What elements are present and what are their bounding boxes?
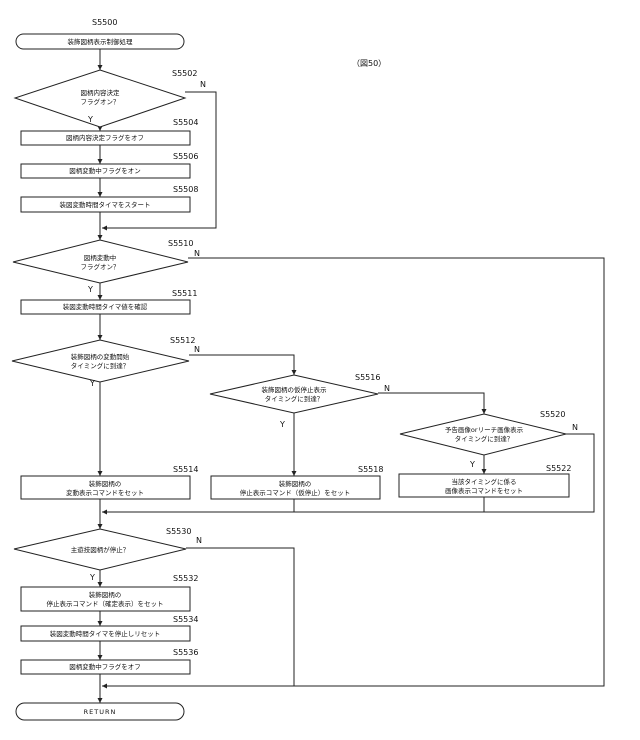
decision-s5512-line2: タイミングに到達？ [71,361,130,370]
decision-s5512-line1: 装飾図柄の変動開始 [71,352,130,361]
step-label-s5512: S5512 [170,336,195,345]
branch-yes-s5516: Y [279,420,285,429]
decision-s5516: 装飾図柄の仮停止表示 タイミングに到達？ S5516 Y N [210,373,390,429]
step-label-s5514: S5514 [173,465,198,474]
step-label-s5504: S5504 [173,118,198,127]
step-label-s5530: S5530 [166,527,191,536]
process-s5506: 図柄変動中フラグをオン S5506 [21,152,198,178]
process-s5511: 装図変動時間タイマ値を確認 S5511 [21,289,197,314]
decision-s5502-line2: フラグオン？ [81,97,120,106]
decision-s5510: 図柄変動中 フラグオン？ S5510 Y N [13,239,200,294]
process-s5522-line2: 画像表示コマンドをセット [445,486,523,495]
branch-yes-s5530: Y [89,573,95,582]
figure-label: （図50） [352,59,386,68]
step-label-s5508: S5508 [173,185,198,194]
process-s5514-line1: 装飾図柄の [89,479,122,488]
decision-s5510-line2: フラグオン？ [81,262,120,271]
process-s5536-text: 図柄変動中フラグをオフ [69,662,141,671]
process-s5518-line2: 停止表示コマンド（仮停止）をセット [240,488,351,497]
branch-yes-s5520: Y [469,460,475,469]
branch-yes-s5510: Y [87,285,93,294]
branch-no-s5530: N [196,536,202,545]
process-s5508-text: 装図変動時間タイマをスタート [60,200,151,209]
decision-s5512: 装飾図柄の変動開始 タイミングに到達？ S5512 Y N [12,336,200,388]
start-terminal: 装飾図柄表示制御処理 S5500 [16,18,184,49]
step-label-s5522: S5522 [546,464,571,473]
step-label-s5511: S5511 [172,289,197,298]
process-s5534-text: 装図変動時間タイマを停止しリセット [50,629,161,638]
step-label-s5532: S5532 [173,574,198,583]
step-label-s5516: S5516 [355,373,380,382]
process-s5514-line2: 変動表示コマンドをセット [66,488,144,497]
process-s5514: 装飾図柄の 変動表示コマンドをセット S5514 [21,465,198,499]
process-s5522-line1: 当該タイミングに係る [452,477,517,486]
end-terminal-text: RETURN [84,708,117,716]
process-s5532-line1: 装飾図柄の [89,590,122,599]
step-label-s5520: S5520 [540,410,565,419]
decision-s5510-line1: 図柄変動中 [84,253,117,262]
process-s5511-text: 装図変動時間タイマ値を確認 [63,302,148,311]
start-terminal-text: 装飾図柄表示制御処理 [68,37,134,46]
decision-s5520: 予告画像orリーチ画像表示 タイミングに到達？ S5520 Y N [400,410,578,469]
process-s5522: 当該タイミングに係る 画像表示コマンドをセット S5522 [399,464,571,497]
branch-no-s5510: N [194,249,200,258]
branch-no-s5516: N [384,384,390,393]
step-label-s5506: S5506 [173,152,198,161]
decision-s5502-line1: 図柄内容決定 [81,88,121,97]
branch-yes-s5512: Y [89,379,95,388]
step-label-s5518: S5518 [358,465,383,474]
process-s5508: 装図変動時間タイマをスタート S5508 [21,185,198,212]
branch-no-s5512: N [194,345,200,354]
process-s5518-line1: 装飾図柄の [279,479,312,488]
process-s5506-text: 図柄変動中フラグをオン [69,166,141,175]
branch-no-s5502: N [200,80,206,89]
decision-s5516-line1: 装飾図柄の仮停止表示 [262,385,328,394]
step-label-s5500: S5500 [92,18,117,27]
process-s5504-text: 図柄内容決定フラグをオフ [66,133,144,142]
decision-s5516-line2: タイミングに到達？ [265,394,324,403]
end-terminal: RETURN [16,703,184,720]
branch-no-s5520: N [572,423,578,432]
process-s5534: 装図変動時間タイマを停止しリセット S5534 [21,615,198,641]
step-label-s5502: S5502 [172,69,197,78]
branch-yes-s5502: Y [87,115,93,124]
decision-s5530-text: 主遊技図柄が停止？ [71,545,130,554]
process-s5518: 装飾図柄の 停止表示コマンド（仮停止）をセット S5518 [211,465,383,499]
process-s5536: 図柄変動中フラグをオフ S5536 [21,648,198,674]
process-s5532-line2: 停止表示コマンド（確定表示）をセット [47,599,164,608]
step-label-s5510: S5510 [168,239,193,248]
step-label-s5536: S5536 [173,648,198,657]
step-label-s5534: S5534 [173,615,198,624]
decision-s5520-line2: タイミングに到達？ [455,434,514,443]
process-s5532: 装飾図柄の 停止表示コマンド（確定表示）をセット S5532 [21,574,198,611]
decision-s5520-line1: 予告画像orリーチ画像表示 [445,425,524,434]
